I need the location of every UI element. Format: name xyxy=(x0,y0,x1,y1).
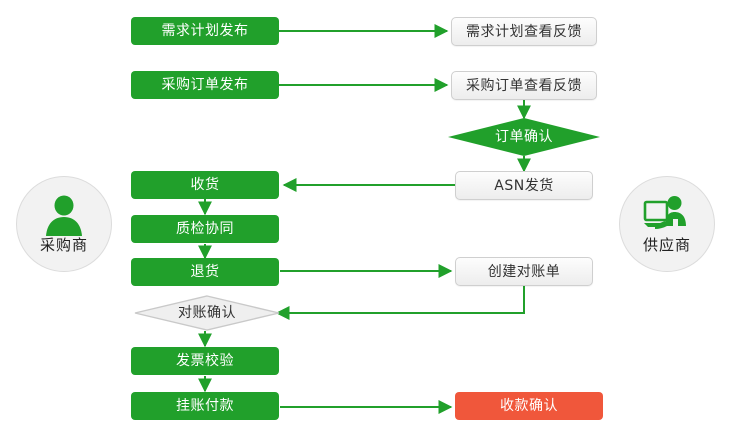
diamond-shape xyxy=(134,295,280,331)
node-po-feedback[interactable]: 采购订单查看反馈 xyxy=(451,71,597,100)
node-po-publish-label: 采购订单发布 xyxy=(161,77,249,93)
node-po-publish[interactable]: 采购订单发布 xyxy=(131,71,279,99)
node-statement-confirm-label: 对账确认 xyxy=(178,305,236,321)
person-icon xyxy=(46,195,82,236)
node-receipt-confirm-label: 收款确认 xyxy=(500,398,558,414)
actor-supplier[interactable]: 供应商 xyxy=(619,176,715,272)
node-receive-goods-label: 收货 xyxy=(190,177,220,193)
node-qc-collab[interactable]: 质检协同 xyxy=(131,215,279,243)
node-receipt-confirm[interactable]: 收款确认 xyxy=(455,392,603,420)
node-return-goods-label: 退货 xyxy=(190,264,220,280)
node-order-confirm[interactable]: 订单确认 xyxy=(448,118,600,156)
node-create-statement[interactable]: 创建对账单 xyxy=(455,257,593,286)
node-qc-collab-label: 质检协同 xyxy=(176,221,234,237)
node-payable-payment-label: 挂账付款 xyxy=(176,398,234,414)
node-create-statement-label: 创建对账单 xyxy=(487,263,561,280)
person-at-computer-icon xyxy=(643,196,686,229)
actor-supplier-label: 供应商 xyxy=(642,236,691,254)
node-demand-plan-feedback[interactable]: 需求计划查看反馈 xyxy=(451,17,597,46)
diamond-shape xyxy=(448,118,600,156)
node-po-feedback-label: 采购订单查看反馈 xyxy=(466,77,582,94)
node-asn-ship-label: ASN发货 xyxy=(494,177,554,194)
node-statement-confirm[interactable]: 对账确认 xyxy=(134,295,280,331)
node-invoice-check-label: 发票校验 xyxy=(176,353,234,369)
node-payable-payment[interactable]: 挂账付款 xyxy=(131,392,279,420)
node-demand-plan-feedback-label: 需求计划查看反馈 xyxy=(466,23,582,40)
actor-buyer[interactable]: 采购商 xyxy=(16,176,112,272)
node-order-confirm-label: 订单确认 xyxy=(495,129,553,145)
node-invoice-check[interactable]: 发票校验 xyxy=(131,347,279,375)
node-demand-plan-publish-label: 需求计划发布 xyxy=(161,23,249,39)
node-receive-goods[interactable]: 收货 xyxy=(131,171,279,199)
node-asn-ship[interactable]: ASN发货 xyxy=(455,171,593,200)
node-demand-plan-publish[interactable]: 需求计划发布 xyxy=(131,17,279,45)
node-return-goods[interactable]: 退货 xyxy=(131,258,279,286)
edge-create-statement-to-statement-confirm xyxy=(275,286,525,320)
actor-buyer-label: 采购商 xyxy=(39,236,88,254)
